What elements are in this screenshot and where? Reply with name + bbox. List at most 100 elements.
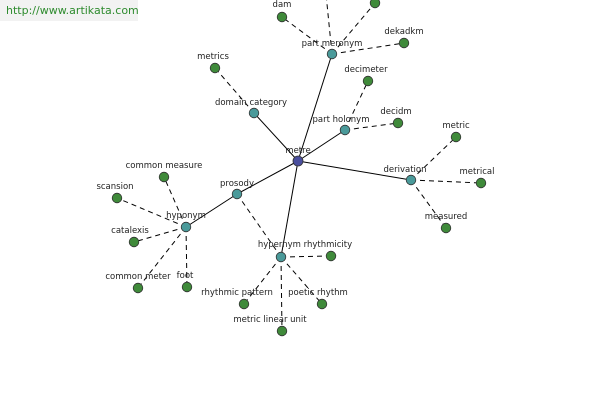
node-marker-part-meronym[interactable]: [326, 48, 338, 60]
node-marker-metrical[interactable]: [475, 177, 487, 189]
node-label-part-meronym[interactable]: part meronym: [302, 39, 363, 49]
node-marker-derivation[interactable]: [405, 174, 417, 186]
node-top-a[interactable]: [369, 0, 381, 9]
node-label-domain-category[interactable]: domain category: [215, 98, 287, 108]
node-rhythmicity-leaf[interactable]: [325, 250, 337, 262]
edge-derivation-to-measured: [410, 179, 447, 229]
node-label-hypernym[interactable]: hypernym rhythmicity: [258, 240, 352, 250]
edge-metre-to-part-holonym: [297, 129, 346, 162]
node-label-metric[interactable]: metric: [442, 121, 470, 131]
node-label-poetic-rhythm[interactable]: poetic rhythm: [288, 288, 348, 298]
node-prosody[interactable]: prosody: [220, 179, 254, 200]
node-marker-top-a[interactable]: [369, 0, 381, 9]
node-label-hyponym[interactable]: hyponym: [166, 211, 206, 221]
node-label-rhythmic-pattern[interactable]: rhythmic pattern: [201, 288, 273, 298]
edge-part-meronym-to-dekadkm: [331, 42, 405, 55]
node-label-decimeter[interactable]: decimeter: [344, 65, 388, 75]
node-metrics[interactable]: metrics: [197, 52, 229, 74]
edge-metre-to-domain-category: [253, 112, 299, 162]
node-marker-rhythmicity-leaf[interactable]: [325, 250, 337, 262]
node-decimeter[interactable]: decimeter: [344, 65, 388, 87]
node-label-measured[interactable]: measured: [425, 212, 467, 222]
node-label-dam[interactable]: dam: [273, 0, 292, 10]
node-scansion[interactable]: scansion: [96, 182, 134, 204]
node-marker-poetic-rhythm[interactable]: [316, 298, 328, 310]
node-marker-decimeter[interactable]: [362, 75, 374, 87]
node-marker-measured[interactable]: [440, 222, 452, 234]
node-marker-scansion[interactable]: [111, 192, 123, 204]
node-label-common-meter[interactable]: common meter: [105, 272, 171, 282]
node-rhythmic-pattern[interactable]: rhythmic pattern: [201, 288, 273, 310]
node-marker-metric-linear-unit[interactable]: [276, 325, 288, 337]
node-part-holonym[interactable]: part holonym: [313, 115, 370, 136]
edge-part-meronym-to-top-a: [331, 2, 376, 55]
node-marker-metric[interactable]: [450, 131, 462, 143]
node-label-common-measure[interactable]: common measure: [126, 161, 203, 171]
edge-part-meronym-to-top-b: [326, 0, 333, 55]
edge-hypernym-to-poetic-rhythm: [280, 256, 323, 305]
edge-metre-to-part-meronym: [297, 53, 333, 162]
node-marker-domain-category[interactable]: [248, 107, 260, 119]
edge-metre-to-derivation: [297, 160, 412, 181]
node-measured[interactable]: measured: [425, 212, 467, 234]
node-marker-catalexis[interactable]: [128, 236, 140, 248]
node-poetic-rhythm[interactable]: poetic rhythm: [288, 288, 348, 310]
node-marker-part-holonym[interactable]: [339, 124, 351, 136]
node-marker-rhythmic-pattern[interactable]: [238, 298, 250, 310]
node-label-scansion[interactable]: scansion: [96, 182, 133, 192]
node-label-dekadkm[interactable]: dekadkm: [384, 27, 423, 37]
node-label-part-holonym[interactable]: part holonym: [313, 115, 370, 125]
edge-hypernym-to-metric-linear-unit: [280, 256, 283, 332]
edge-hypernym-to-rhythmicity-leaf: [280, 255, 332, 258]
node-foot[interactable]: foot: [177, 271, 194, 293]
node-marker-hypernym[interactable]: [275, 251, 287, 263]
node-part-meronym[interactable]: part meronym: [302, 39, 363, 60]
edge-domain-category-to-metrics: [214, 67, 255, 114]
graph-nodes: metre part meronym domain category part hol…: [96, 0, 495, 337]
node-metre[interactable]: metre: [285, 146, 311, 167]
node-catalexis[interactable]: catalexis: [111, 226, 149, 248]
edge-derivation-to-metrical: [410, 179, 482, 184]
edge-metre-to-prosody: [236, 160, 299, 195]
node-dam[interactable]: dam: [273, 0, 292, 23]
node-marker-dam[interactable]: [276, 11, 288, 23]
node-common-meter[interactable]: common meter: [105, 272, 171, 294]
node-common-measure[interactable]: common measure: [126, 161, 203, 183]
edge-prosody-to-hyponym: [185, 193, 238, 228]
node-marker-decidm[interactable]: [392, 117, 404, 129]
node-label-foot[interactable]: foot: [177, 271, 194, 281]
source-url-banner[interactable]: http://www.artikata.com: [0, 0, 139, 21]
node-metric-linear-unit[interactable]: metric linear unit: [233, 315, 307, 337]
node-marker-hyponym[interactable]: [180, 221, 192, 233]
node-label-derivation[interactable]: derivation: [383, 165, 426, 175]
node-marker-foot[interactable]: [181, 281, 193, 293]
node-derivation[interactable]: derivation: [383, 165, 427, 186]
node-marker-common-meter[interactable]: [132, 282, 144, 294]
node-label-prosody[interactable]: prosody: [220, 179, 254, 189]
node-label-decidm[interactable]: decidm: [380, 107, 411, 117]
node-label-metrical[interactable]: metrical: [460, 167, 495, 177]
node-label-metric-linear-unit[interactable]: metric linear unit: [233, 315, 307, 325]
edge-part-meronym-to-dam: [281, 16, 333, 55]
node-hyponym[interactable]: hyponym: [166, 211, 206, 233]
node-dekadkm[interactable]: dekadkm: [384, 27, 424, 49]
node-marker-metre[interactable]: [292, 155, 304, 167]
edge-part-holonym-to-decimeter: [344, 80, 369, 131]
node-label-metre[interactable]: metre: [285, 146, 310, 156]
edge-hyponym-to-foot: [185, 226, 188, 288]
edge-hyponym-to-scansion: [116, 197, 187, 228]
node-metrical[interactable]: metrical: [460, 167, 495, 189]
edge-hyponym-to-catalexis: [133, 226, 187, 243]
node-marker-metrics[interactable]: [209, 62, 221, 74]
node-domain-category[interactable]: domain category: [215, 98, 287, 119]
node-marker-prosody[interactable]: [231, 188, 243, 200]
node-hypernym[interactable]: hypernym rhythmicity: [258, 240, 352, 263]
node-label-metrics[interactable]: metrics: [197, 52, 229, 62]
node-label-catalexis[interactable]: catalexis: [111, 226, 149, 236]
edge-hypernym-to-rhythmic-pattern: [243, 256, 282, 305]
node-decidm[interactable]: decidm: [380, 107, 412, 129]
node-metric[interactable]: metric: [442, 121, 470, 143]
node-marker-common-measure[interactable]: [158, 171, 170, 183]
node-marker-dekadkm[interactable]: [398, 37, 410, 49]
